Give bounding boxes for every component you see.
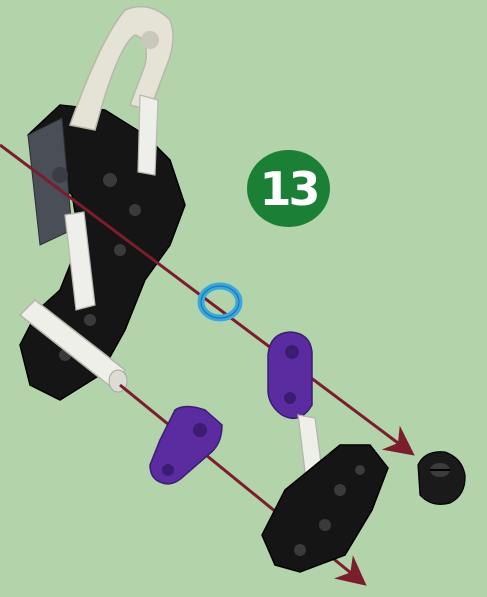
step-number: 13: [259, 166, 317, 212]
black-bushing: [418, 452, 465, 505]
step-number-badge: 13: [247, 150, 330, 227]
blue-ring: [201, 286, 239, 318]
purple-connector-right: [268, 332, 312, 418]
black-bracket-small: [262, 445, 388, 572]
